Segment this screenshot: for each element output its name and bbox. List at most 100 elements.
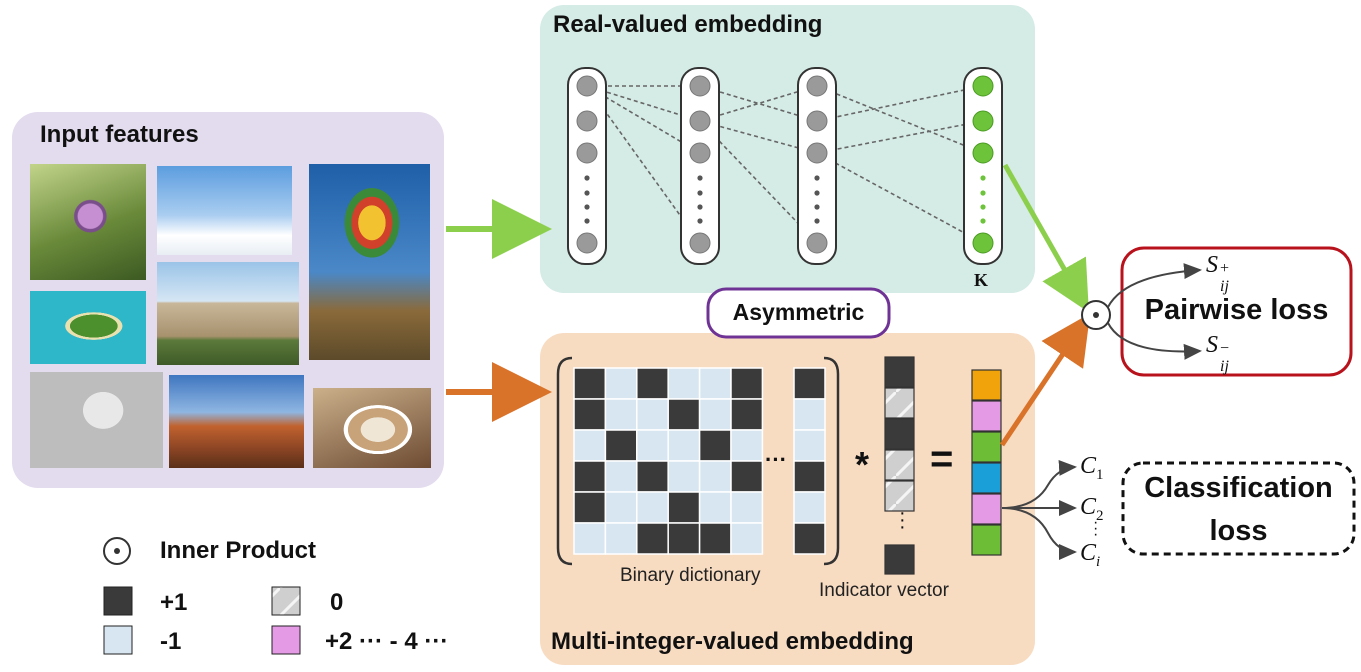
legend-minus-one-label: -1 (160, 628, 182, 655)
k-label: K (974, 270, 989, 290)
dictionary-cell (573, 491, 607, 524)
inner-product-dot (1093, 312, 1099, 318)
c1-base: C (1080, 453, 1097, 479)
c1-label: C1 (1080, 453, 1104, 484)
dictionary-cell (573, 429, 607, 462)
dictionary-cell (667, 429, 701, 462)
network-node (576, 142, 598, 164)
dictionary-cell (667, 367, 701, 400)
s-plus-base: S (1206, 252, 1218, 278)
parrot-photo (30, 372, 163, 468)
s-plus-sup: + (1220, 260, 1230, 277)
network-node (806, 142, 828, 164)
pairwise-loss-box (1120, 246, 1353, 377)
dictionary-cell (698, 367, 732, 400)
dictionary-cell (636, 429, 669, 462)
legend-minus-one-swatch (103, 625, 133, 655)
dictionary-cell (573, 460, 607, 493)
dictionary-ellipsis: ··· (765, 447, 787, 472)
dictionary-cell (793, 491, 826, 524)
dictionary-cell (793, 522, 826, 555)
island-photo (30, 291, 146, 364)
network-ellipsis-dot (584, 175, 590, 181)
dictionary-cell (698, 491, 732, 524)
s-minus-arrow (1107, 322, 1202, 360)
s-plus-label: S+ij (1206, 252, 1236, 295)
dictionary-cell (636, 522, 669, 555)
network-layers (567, 67, 1003, 265)
network-ellipsis-dot (814, 204, 820, 210)
network-connection (816, 85, 984, 154)
network-connection (816, 120, 984, 154)
network-node (576, 110, 598, 132)
dictionary-right-bracket (823, 356, 840, 566)
legend-inner-product-label: Inner Product (160, 537, 317, 564)
classification-loss-line1: Classification (1144, 472, 1333, 504)
multiply-star: * (855, 444, 870, 485)
dictionary-cell (698, 522, 732, 555)
pairwise-loss-title: Pairwise loss (1144, 294, 1329, 326)
dictionary-cell (793, 398, 826, 431)
network-ellipsis-dot (584, 218, 590, 224)
indicator-vector-label: Indicator vector (819, 580, 949, 601)
c2-sub: 2 (1096, 507, 1104, 524)
coffee-photo (313, 388, 431, 468)
dictionary-cell (604, 429, 638, 462)
dictionary-cell (730, 491, 764, 524)
network-ellipsis-dot (697, 175, 703, 181)
network-node (806, 75, 828, 97)
network-ellipsis-dot (814, 175, 820, 181)
code-cell (971, 369, 1002, 401)
orange-to-product-arrow (999, 313, 1091, 447)
dictionary-cell (667, 491, 701, 524)
c1-arrow (1001, 459, 1077, 509)
dictionary-cell (667, 460, 701, 493)
network-connection (816, 152, 984, 244)
equals-sign: = (930, 437, 954, 481)
dictionary-cell (573, 367, 607, 400)
indicator-cell (884, 387, 915, 419)
network-node (972, 142, 994, 164)
dictionary-cell (604, 367, 638, 400)
ci-arrow (1001, 507, 1077, 560)
dictionary-cell (573, 522, 607, 555)
dictionary-cell (698, 429, 732, 462)
code-cell (971, 524, 1002, 556)
c1-sub: 1 (1096, 466, 1104, 483)
dictionary-cell (604, 491, 638, 524)
network-ellipsis-dot (584, 204, 590, 210)
legend-plus-one-swatch (103, 586, 133, 616)
ci-sub: i (1096, 553, 1101, 570)
s-minus-label: S−ij (1206, 332, 1236, 375)
balloon-photo (309, 164, 430, 360)
dictionary-cell (730, 522, 764, 555)
input-panel-title: Input features (40, 121, 199, 148)
network-ellipsis-dot (697, 218, 703, 224)
dictionary-cell (793, 367, 826, 400)
dictionary-cell (730, 398, 764, 431)
asymmetric-box (706, 287, 891, 339)
legend-inner-product-dot (114, 548, 120, 554)
dictionary-cell (667, 398, 701, 431)
s-plus-arrow (1107, 263, 1202, 308)
indicator-cell (884, 418, 915, 450)
dictionary-cell (604, 460, 638, 493)
network-node (972, 110, 994, 132)
indicator-vector (884, 356, 915, 575)
network-node (689, 110, 711, 132)
network-ellipsis-dot (980, 204, 986, 210)
ci-label: Ci (1080, 540, 1100, 571)
classification-loss-box (1121, 461, 1356, 556)
legend-plus-one-label: +1 (160, 589, 188, 616)
network-node (576, 75, 598, 97)
s-minus-sub: ij (1220, 358, 1229, 375)
network-ellipsis-dot (980, 190, 986, 196)
binary-dictionary (573, 367, 826, 555)
flower-photo (30, 164, 146, 280)
dictionary-cell (793, 460, 826, 493)
c2-label: C2 (1080, 494, 1104, 525)
dictionary-cell (636, 491, 669, 524)
dictionary-cell (730, 460, 764, 493)
ci-base: C (1080, 540, 1097, 566)
green-to-product-arrow (1002, 163, 1089, 313)
